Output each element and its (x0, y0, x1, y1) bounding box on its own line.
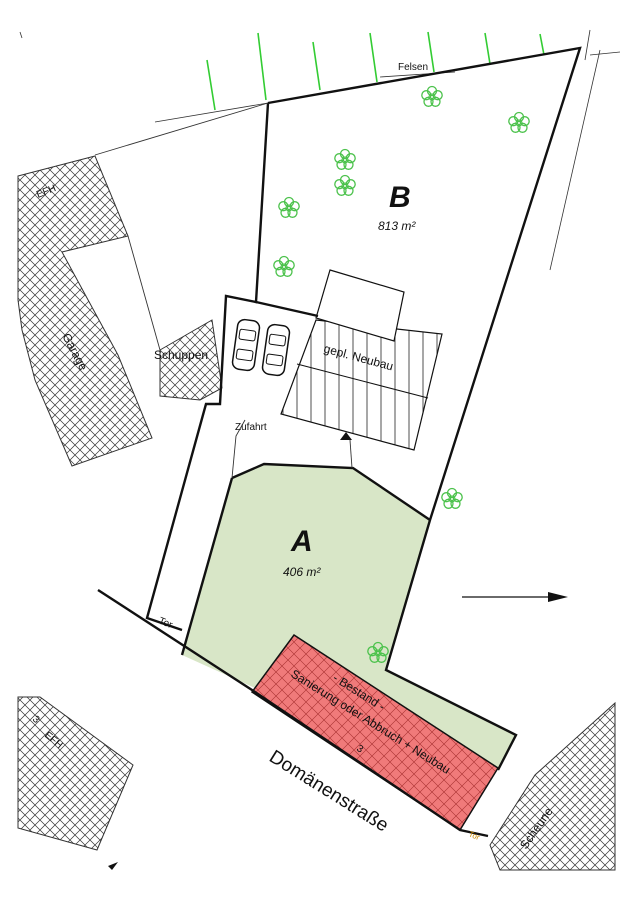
planned-building (280, 269, 443, 451)
neighbor-efh-bottom (17, 696, 134, 851)
car-icon (230, 317, 262, 373)
shed (159, 319, 223, 401)
lot-b-area: 813 m² (378, 219, 416, 233)
tree-icon (441, 487, 463, 509)
tree-icon (334, 174, 356, 196)
shed-label: Schuppen (154, 348, 208, 362)
tree-icon (273, 255, 295, 277)
corner-marker (108, 862, 118, 870)
neighbor-lines (19, 29, 621, 271)
internal-lines (94, 102, 353, 479)
car-icon (260, 322, 292, 378)
lot-a-label: A (290, 525, 313, 558)
lot-b-strip (386, 515, 516, 735)
tree-icon (278, 196, 300, 218)
lot-a-area: 406 m² (283, 565, 321, 579)
gate-right-label: Tor (467, 830, 481, 843)
tree-icon (421, 85, 443, 107)
efh-bottom-number: 3 (30, 714, 42, 726)
fence-ticks (206, 31, 545, 111)
barn (489, 701, 616, 871)
tree-icon (334, 148, 356, 170)
gate-left-label: Tor (157, 616, 175, 632)
tree-icon (508, 111, 530, 133)
neighbor-efh-top (17, 155, 153, 467)
felsen-label: Felsen (398, 62, 428, 73)
existing-number: 3 (354, 743, 365, 756)
lot-b-label: B (389, 181, 411, 214)
property-boundary (97, 46, 582, 838)
north-arrow (462, 592, 568, 602)
driveway-label: Zufahrt (235, 422, 267, 433)
